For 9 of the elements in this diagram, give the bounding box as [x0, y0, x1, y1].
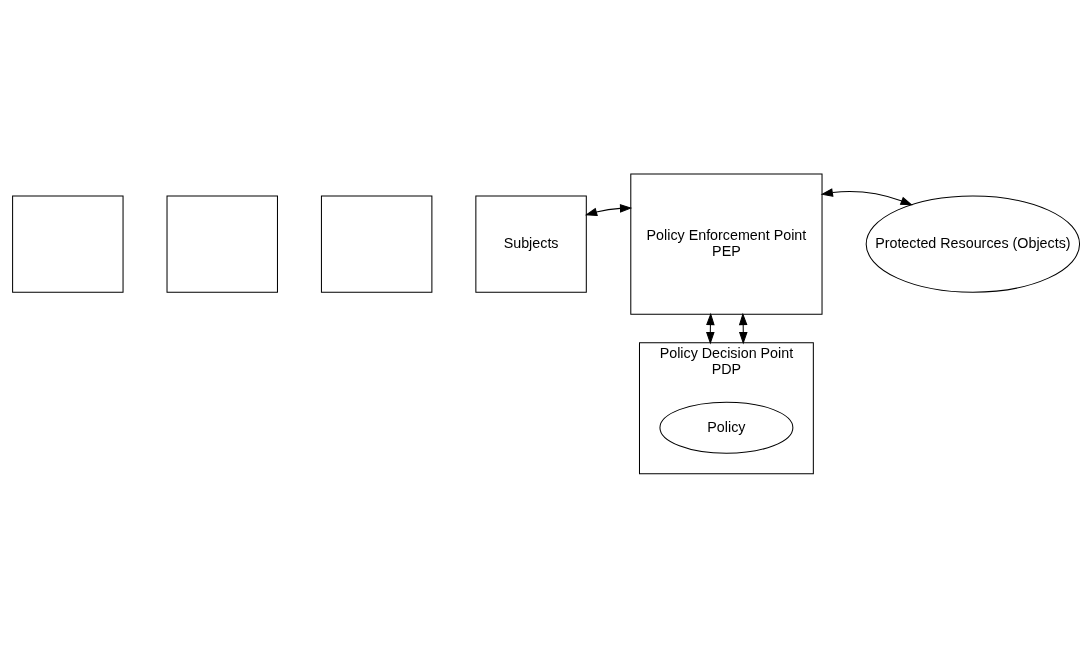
node-box: Subjects	[475, 195, 587, 293]
arrow	[738, 312, 748, 344]
node-box	[12, 195, 124, 293]
node-box	[166, 195, 278, 293]
arrow	[584, 203, 633, 216]
node-ellipse: Policy	[659, 401, 794, 454]
node-box	[320, 195, 433, 293]
arrow	[820, 187, 913, 205]
node-box: Policy Enforcement Point PEP	[630, 173, 823, 315]
